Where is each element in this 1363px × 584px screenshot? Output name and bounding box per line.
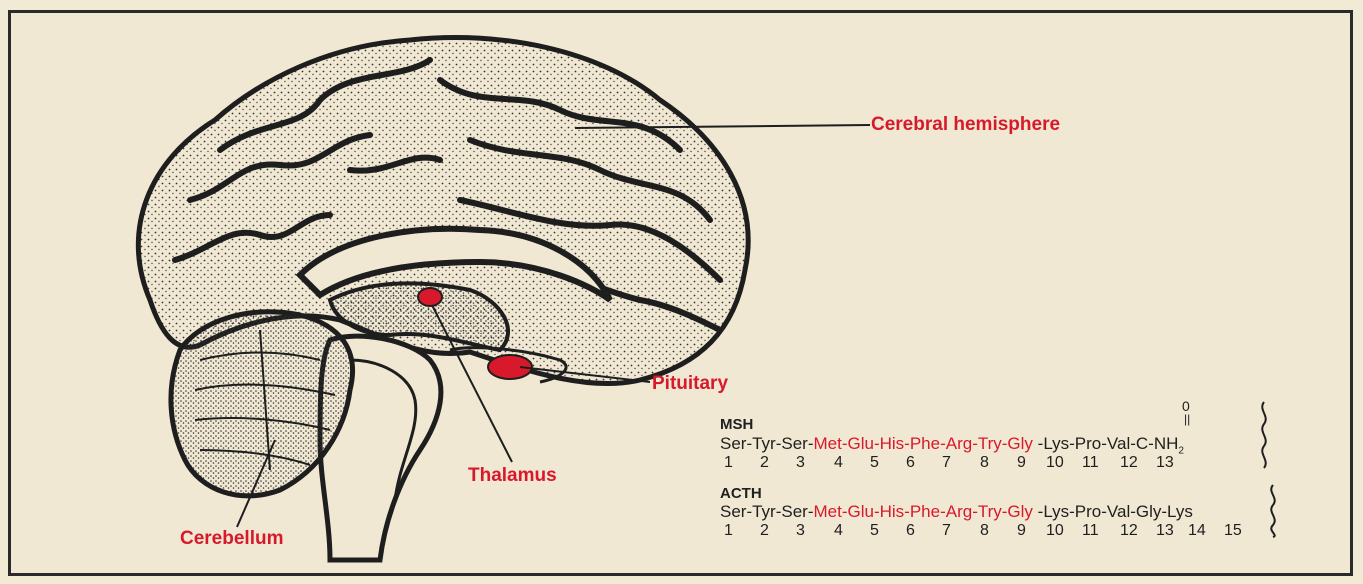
msh-position-13: 13 [1156, 454, 1174, 472]
acth-position-8: 8 [980, 522, 989, 540]
msh-sequence: Ser-Tyr-Ser-Met-Glu-His-Phe-Arg-Try-Gly … [720, 434, 1184, 456]
acth-core: Met-Glu-His-Phe-Arg-Try-Gly [814, 502, 1033, 521]
msh-position-5: 5 [870, 454, 879, 472]
acth-position-2: 2 [760, 522, 769, 540]
msh-position-4: 4 [834, 454, 843, 472]
pituitary-label: Pituitary [652, 373, 728, 395]
msh-position-9: 9 [1017, 454, 1026, 472]
cerebellum-label: Cerebellum [180, 528, 283, 550]
acth-position-5: 5 [870, 522, 879, 540]
msh-double-bond: || [1184, 412, 1190, 426]
acth-position-14: 14 [1188, 522, 1206, 540]
acth-position-4: 4 [834, 522, 843, 540]
acth-position-1: 1 [724, 522, 733, 540]
msh-core: Met-Glu-His-Phe-Arg-Try-Gly [814, 434, 1033, 453]
acth-position-3: 3 [796, 522, 805, 540]
acth-position-12: 12 [1120, 522, 1138, 540]
acth-position-7: 7 [942, 522, 951, 540]
msh-position-1: 1 [724, 454, 733, 472]
acth-position-15: 15 [1224, 522, 1242, 540]
acth-position-11: 11 [1082, 522, 1099, 540]
cerebral-hemisphere-label: Cerebral hemisphere [871, 114, 1060, 136]
msh-position-8: 8 [980, 454, 989, 472]
msh-title: MSH [720, 416, 753, 433]
msh-position-11: 11 [1082, 454, 1099, 472]
acth-position-13: 13 [1156, 522, 1174, 540]
msh-prefix: Ser-Tyr-Ser- [720, 434, 814, 453]
acth-position-9: 9 [1017, 522, 1026, 540]
msh-position-6: 6 [906, 454, 915, 472]
thalamus-label: Thalamus [468, 465, 557, 487]
msh-position-10: 10 [1046, 454, 1064, 472]
msh-suffix: -Lys-Pro-Val-C-NH [1033, 434, 1178, 453]
acth-sequence: Ser-Tyr-Ser-Met-Glu-His-Phe-Arg-Try-Gly … [720, 502, 1193, 522]
acth-break-mark [1265, 483, 1285, 538]
acth-position-10: 10 [1046, 522, 1064, 540]
acth-prefix: Ser-Tyr-Ser- [720, 502, 814, 521]
msh-position-7: 7 [942, 454, 951, 472]
acth-position-6: 6 [906, 522, 915, 540]
acth-suffix: -Lys-Pro-Val-Gly-Lys [1033, 502, 1193, 521]
msh-position-2: 2 [760, 454, 769, 472]
msh-position-3: 3 [796, 454, 805, 472]
msh-break-mark [1256, 400, 1276, 470]
msh-position-12: 12 [1120, 454, 1138, 472]
msh-subscript: 2 [1178, 445, 1184, 456]
acth-title: ACTH [720, 485, 762, 502]
thalamus-region [418, 288, 442, 306]
